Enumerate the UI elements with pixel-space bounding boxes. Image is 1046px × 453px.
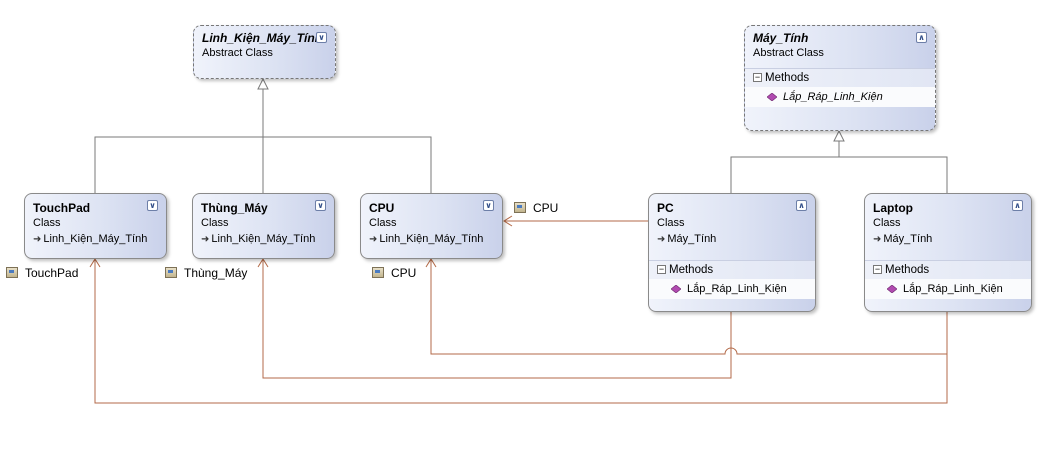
class-stereotype: Abstract Class <box>202 47 273 59</box>
inheritance-arrow-linh-kien <box>257 77 269 90</box>
class-parent: ➜Máy_Tính <box>657 233 717 245</box>
section-label: Methods <box>765 72 810 84</box>
section-label: Methods <box>885 264 930 276</box>
class-parent: ➜Máy_Tính <box>873 233 933 245</box>
inherits-arrow-icon: ➜ <box>873 234 882 245</box>
class-name: Máy_Tính <box>753 31 809 45</box>
section-label: Methods <box>669 264 714 276</box>
chevron-up-icon[interactable]: ∧ <box>916 32 927 43</box>
class-name: CPU <box>369 201 395 215</box>
chevron-down-icon[interactable]: ∨ <box>316 32 327 43</box>
class-name: PC <box>657 201 674 215</box>
class-name: TouchPad <box>33 201 91 215</box>
collapse-minus-icon[interactable]: − <box>873 264 882 274</box>
method-name: Lắp_Ráp_Linh_Kiện <box>783 91 883 103</box>
class-name: Linh_Kiện_Máy_Tính <box>202 31 323 45</box>
inherits-arrow-icon: ➜ <box>369 234 378 245</box>
inheritance-lines-linh-kien <box>94 89 432 193</box>
class-touchpad[interactable]: TouchPad Class ➜Linh_Kiện_Máy_Tính ∨ <box>24 193 167 259</box>
association-label-touchpad[interactable]: TouchPad <box>6 266 78 280</box>
class-stereotype: Class <box>201 217 229 229</box>
class-stereotype: Class <box>369 217 397 229</box>
method-item[interactable]: Lắp_Ráp_Linh_Kiện <box>865 279 1031 299</box>
property-icon <box>165 267 177 278</box>
association-label-cpu[interactable]: CPU <box>514 201 558 215</box>
class-stereotype: Class <box>657 217 685 229</box>
class-pc[interactable]: PC Class ➜Máy_Tính ∧ − Methods Lắp_Ráp_L… <box>648 193 816 312</box>
inherits-arrow-icon: ➜ <box>201 234 210 245</box>
inherits-arrow-icon: ➜ <box>33 234 42 245</box>
class-name: Laptop <box>873 201 913 215</box>
inheritance-lines-may-tinh <box>730 141 948 193</box>
method-item[interactable]: Lắp_Ráp_Linh_Kiện <box>745 87 935 107</box>
property-icon <box>372 267 384 278</box>
collapse-minus-icon[interactable]: − <box>657 264 666 274</box>
methods-section[interactable]: − Methods <box>649 260 815 279</box>
chevron-down-icon[interactable]: ∨ <box>315 200 326 211</box>
association-label-thung-may[interactable]: Thùng_Máy <box>165 266 247 280</box>
class-stereotype: Abstract Class <box>753 47 824 59</box>
chevron-up-icon[interactable]: ∧ <box>1012 200 1023 211</box>
property-icon <box>6 267 18 278</box>
class-laptop[interactable]: Laptop Class ➜Máy_Tính ∧ − Methods Lắp_R… <box>864 193 1032 312</box>
method-icon <box>887 285 897 293</box>
class-thung-may[interactable]: Thùng_Máy Class ➜Linh_Kiện_Máy_Tính ∨ <box>192 193 335 259</box>
inheritance-arrow-may-tinh <box>833 129 845 142</box>
class-linh-kien-may-tinh[interactable]: Linh_Kiện_Máy_Tính Abstract Class ∨ <box>193 25 336 79</box>
association-label-cpu-2[interactable]: CPU <box>372 266 416 280</box>
chevron-down-icon[interactable]: ∨ <box>147 200 158 211</box>
method-icon <box>767 93 777 101</box>
method-name: Lắp_Ráp_Linh_Kiện <box>903 283 1003 295</box>
methods-section[interactable]: − Methods <box>745 68 935 87</box>
class-may-tinh[interactable]: Máy_Tính Abstract Class ∧ − Methods Lắp_… <box>744 25 936 131</box>
method-icon <box>671 285 681 293</box>
class-stereotype: Class <box>873 217 901 229</box>
class-name: Thùng_Máy <box>201 201 268 215</box>
class-cpu[interactable]: CPU Class ➜Linh_Kiện_Máy_Tính ∨ <box>360 193 503 259</box>
methods-section[interactable]: − Methods <box>865 260 1031 279</box>
chevron-down-icon[interactable]: ∨ <box>483 200 494 211</box>
class-stereotype: Class <box>33 217 61 229</box>
association-lines <box>89 215 948 404</box>
class-parent: ➜Linh_Kiện_Máy_Tính <box>201 233 316 245</box>
collapse-minus-icon[interactable]: − <box>753 72 762 82</box>
chevron-up-icon[interactable]: ∧ <box>796 200 807 211</box>
method-item[interactable]: Lắp_Ráp_Linh_Kiện <box>649 279 815 299</box>
class-parent: ➜Linh_Kiện_Máy_Tính <box>369 233 484 245</box>
inherits-arrow-icon: ➜ <box>657 234 666 245</box>
method-name: Lắp_Ráp_Linh_Kiện <box>687 283 787 295</box>
class-parent: ➜Linh_Kiện_Máy_Tính <box>33 233 148 245</box>
property-icon <box>514 202 526 213</box>
